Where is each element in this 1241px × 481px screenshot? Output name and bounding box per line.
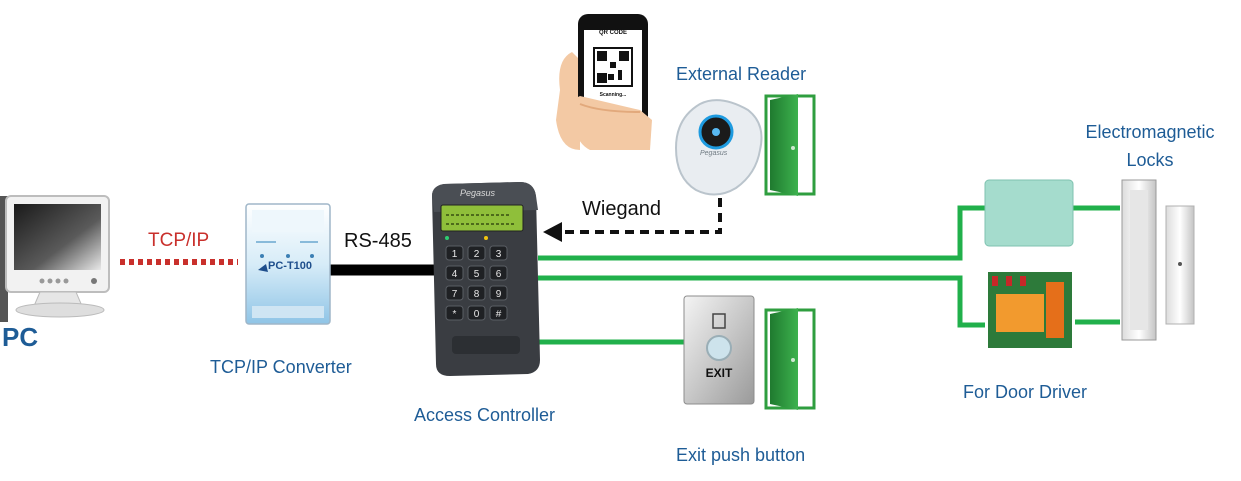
controller-keypad: 1 2 3 4 5 6 7 8 9 * 0 #: [445, 245, 508, 321]
door-driver-board: [988, 272, 1072, 348]
keypad-key-label: 0: [474, 309, 480, 320]
exit-push-button-device: [683, 295, 755, 405]
wiegand-label: Wiegand: [582, 198, 661, 220]
qr-status-text: Scanning...: [599, 92, 627, 98]
tcpip-converter-device: [245, 203, 331, 325]
keypad-key: [489, 285, 508, 301]
keypad-key: [467, 265, 486, 281]
em-locks-label-line2: Locks: [1126, 150, 1174, 170]
keypad-key-label: 3: [496, 249, 502, 260]
keypad-key: [445, 245, 464, 261]
controller-brand-text: Pegasus: [460, 188, 496, 198]
pc-monitor-icon: [0, 195, 110, 322]
keypad-key: [467, 245, 486, 261]
keypad-key: [445, 285, 464, 301]
wiegand-dashed-link: [560, 198, 722, 234]
keypad-key-label: 8: [474, 289, 480, 300]
converter-model-text: PC-T100: [268, 260, 313, 272]
keypad-key-label: 5: [474, 269, 480, 280]
wires: [120, 198, 1120, 345]
keypad-key-label: 9: [496, 289, 502, 300]
external-reader-label: External Reader: [676, 64, 807, 84]
rs485-label: RS-485: [344, 230, 412, 252]
access-controller-device: 1 2 3 4 5 6 7 8 9 * 0 #: [432, 182, 540, 376]
keypad-key-label: 7: [452, 289, 458, 300]
keypad-key: [489, 305, 508, 321]
keypad-key-label: 6: [496, 269, 502, 280]
keypad-key-label: #: [496, 309, 502, 320]
lock-wire-upper: [538, 205, 985, 261]
door-icon-reader: [764, 94, 816, 196]
keypad-key: [467, 305, 486, 321]
tcpip-link-label: TCP/IP: [148, 230, 210, 251]
smartphone-qr-icon: [556, 14, 652, 150]
keypad-key: [445, 305, 464, 321]
access-controller-label: Access Controller: [414, 405, 556, 425]
keypad-key-label: 2: [474, 249, 480, 260]
keypad-key: [489, 245, 508, 261]
em-locks-label-line1: Electromagnetic: [1085, 122, 1215, 142]
driver-wire: [538, 275, 985, 328]
electromagnetic-lock-device: [1121, 179, 1195, 341]
lock-relay-module: [984, 179, 1074, 247]
keypad-key-label: *: [453, 309, 457, 320]
wiegand-arrowhead: [543, 222, 562, 242]
keypad-key-label: 4: [452, 269, 458, 280]
keypad-key-label: 1: [452, 249, 458, 260]
keypad-key: [489, 265, 508, 281]
pc-label: PC: [2, 322, 39, 352]
qr-title-text: QR CODE: [598, 30, 627, 36]
exit-button-text: EXIT: [705, 366, 733, 380]
reader-brand-text: Pegasus: [700, 150, 728, 157]
door-driver-label: For Door Driver: [963, 382, 1088, 402]
external-reader-device: [674, 99, 763, 196]
tcpip-converter-label: TCP/IP Converter: [210, 357, 352, 377]
door-icon-exit: [764, 308, 816, 410]
keypad-key: [445, 265, 464, 281]
keypad-key: [467, 285, 486, 301]
exit-push-button-label: Exit push button: [676, 445, 806, 465]
